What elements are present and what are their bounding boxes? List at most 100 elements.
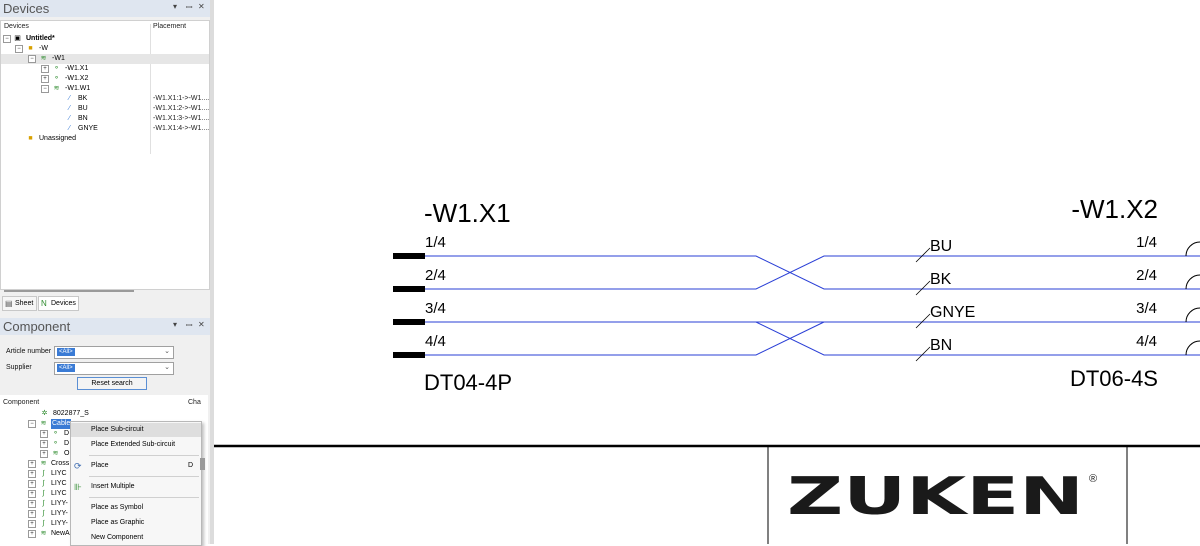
- right-socket-4: [1185, 340, 1200, 356]
- cable-icon: ≋: [40, 530, 47, 537]
- tree-row[interactable]: + ⚬ D: [0, 429, 208, 439]
- tree-label: Cross: [51, 460, 70, 467]
- tree-label: -W1.X2: [65, 75, 89, 82]
- collapse-icon[interactable]: −: [3, 35, 11, 43]
- horizontal-scrollbar[interactable]: [4, 290, 134, 292]
- menu-separator: [89, 497, 199, 498]
- tree-row[interactable]: + ⚬ -W1.X1: [1, 64, 209, 74]
- pin-icon[interactable]: ꟷ: [186, 3, 193, 12]
- tree-row[interactable]: + ⚬ -W1.X2: [1, 74, 209, 84]
- menu-item-place[interactable]: ⟳ Place D: [71, 459, 201, 473]
- tree-row[interactable]: − ≋ -W1.W1: [1, 84, 209, 94]
- tree-label: LIYY-: [51, 520, 68, 527]
- tree-row[interactable]: + ∫ LIYC: [0, 469, 208, 479]
- tree-row[interactable]: + ∫ LIYY-: [0, 499, 208, 509]
- collapse-icon[interactable]: −: [28, 55, 36, 63]
- tree-row[interactable]: + ∫ LIYC: [0, 489, 208, 499]
- collapse-icon[interactable]: −: [28, 420, 36, 428]
- menu-item-insert-multiple[interactable]: ⊪ Insert Multiple: [71, 480, 201, 494]
- tree-row[interactable]: + ∫ LIYY-: [0, 509, 208, 519]
- collapse-icon[interactable]: −: [41, 85, 49, 93]
- wire-bn-a[interactable]: [425, 321, 825, 356]
- menu-item-place-as-graphic[interactable]: Place as Graphic: [71, 516, 201, 530]
- tree-row[interactable]: + ∫ LIYC: [0, 479, 208, 489]
- close-icon[interactable]: ✕: [198, 320, 205, 329]
- devices-icon: Ν: [41, 299, 47, 308]
- expand-icon[interactable]: +: [41, 75, 49, 83]
- tree-row[interactable]: + ≋ NewA: [0, 529, 208, 539]
- tab-devices[interactable]: Ν Devices: [38, 296, 79, 311]
- tree-label: GNYE: [78, 125, 98, 132]
- cable-icon: ≋: [40, 55, 47, 62]
- article-number-value: <All>: [57, 348, 75, 356]
- cable-icon: ≋: [40, 460, 47, 467]
- expand-icon[interactable]: +: [28, 490, 36, 498]
- tab-sheet[interactable]: ▤ Sheet: [2, 296, 37, 311]
- tree-row[interactable]: + ⚬ D: [0, 439, 208, 449]
- tree-label: BU: [78, 105, 88, 112]
- expand-icon[interactable]: +: [28, 500, 36, 508]
- menu-item-new-component[interactable]: New Component: [71, 531, 201, 545]
- article-number-select[interactable]: <All> ⌄: [54, 346, 174, 359]
- panel-menu-icon[interactable]: ▾: [173, 2, 178, 11]
- tree-row[interactable]: ■ Unassigned: [1, 134, 209, 144]
- tree-row[interactable]: + ∫ LIYY-: [0, 519, 208, 529]
- tree-row[interactable]: ⁄ GNYE -W1.X1:4->-W1....: [1, 124, 209, 134]
- menu-item-place-extended-sub-circuit[interactable]: Place Extended Sub-circuit: [71, 438, 201, 452]
- wire-bk[interactable]: [425, 255, 1200, 290]
- panel-menu-icon[interactable]: ▾: [173, 320, 178, 329]
- vertical-scrollbar-thumb[interactable]: [200, 458, 205, 470]
- wire-bu[interactable]: [425, 255, 1200, 290]
- cha-column-header: Cha: [188, 399, 201, 406]
- tree-row[interactable]: ⁄ BN -W1.X1:3->-W1....: [1, 114, 209, 124]
- schematic-canvas[interactable]: -W1.X1 DT04-4P 1/4 2/4 3/4 4/4 BU BK GNY…: [214, 0, 1200, 544]
- tree-label: LIYC: [51, 480, 67, 487]
- tree-label: D: [64, 440, 70, 447]
- right-pin-label: 1/4: [1136, 234, 1157, 251]
- collapse-icon[interactable]: −: [15, 45, 23, 53]
- connector-icon: ⚬: [53, 65, 60, 72]
- expand-icon[interactable]: +: [40, 430, 48, 438]
- expand-icon[interactable]: +: [41, 65, 49, 73]
- reset-search-button[interactable]: Reset search: [77, 377, 147, 390]
- registered-mark: ®: [1089, 473, 1097, 485]
- expand-icon[interactable]: +: [28, 520, 36, 528]
- menu-item-label: Place Extended Sub-circuit: [91, 441, 176, 448]
- tree-row[interactable]: ✲ 8022877_S: [0, 409, 208, 419]
- left-pin-2: [393, 286, 425, 292]
- tree-row[interactable]: + ≋ O: [0, 449, 208, 459]
- wire-icon: ⁄: [68, 95, 71, 102]
- tab-label: Sheet: [15, 300, 34, 307]
- left-pin-label: 1/4: [425, 234, 446, 251]
- expand-icon[interactable]: +: [40, 440, 48, 448]
- tab-label: Devices: [51, 300, 76, 307]
- tree-row[interactable]: − ≋ -W1: [1, 54, 209, 64]
- expand-icon[interactable]: +: [40, 450, 48, 458]
- menu-item-place-sub-circuit[interactable]: Place Sub-circuit: [71, 423, 201, 437]
- supplier-select[interactable]: <All> ⌄: [54, 362, 174, 375]
- wire-label: GNYE: [930, 304, 975, 321]
- wire-label: BU: [930, 238, 952, 255]
- tree-label: D: [64, 430, 70, 437]
- close-icon[interactable]: ✕: [198, 2, 205, 11]
- tree-row[interactable]: ⁄ BU -W1.X1:2->-W1....: [1, 104, 209, 114]
- devices-column-header: Devices: [4, 23, 29, 30]
- expand-icon[interactable]: +: [28, 510, 36, 518]
- tree-row[interactable]: − ■ -W: [1, 44, 209, 54]
- wire-bn-b[interactable]: [425, 321, 1200, 356]
- expand-icon[interactable]: +: [28, 530, 36, 538]
- wire-tick: [915, 346, 931, 362]
- tree-row[interactable]: ⁄ BK -W1.X1:1->-W1....: [1, 94, 209, 104]
- tree-row[interactable]: − ▣ Untitled*: [1, 34, 209, 44]
- pin-icon[interactable]: ꟷ: [186, 321, 193, 330]
- devices-tree: Devices Placement − ▣ Untitled* − ■ -W −…: [0, 20, 210, 290]
- tree-row[interactable]: − ≋ Cable: [0, 419, 208, 429]
- expand-icon[interactable]: +: [28, 470, 36, 478]
- expand-icon[interactable]: +: [28, 460, 36, 468]
- dock-splitter[interactable]: [210, 0, 214, 544]
- placement-value: -W1.X1:4->-W1....: [153, 125, 210, 132]
- expand-icon[interactable]: +: [28, 480, 36, 488]
- menu-item-place-as-symbol[interactable]: Place as Symbol: [71, 501, 201, 515]
- tree-label: Untitled*: [26, 35, 55, 42]
- tree-row[interactable]: + ≋ Cross: [0, 459, 208, 469]
